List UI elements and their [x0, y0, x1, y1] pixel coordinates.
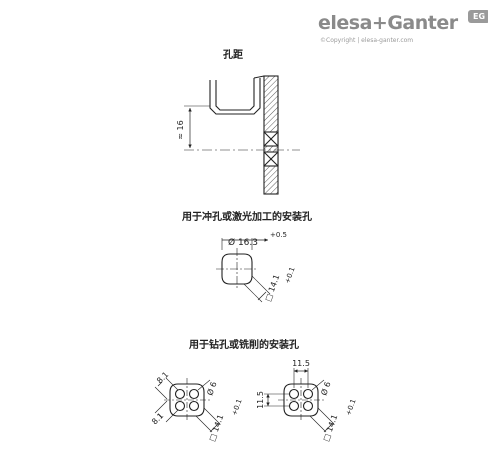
dim-label-16: ≈ 16: [176, 120, 185, 139]
drill-hole: [174, 400, 186, 412]
drilled-left-diameter: Ø 6: [204, 380, 218, 397]
logo-badge-icon: EG: [468, 10, 488, 23]
drill-hole: [188, 388, 200, 400]
logo-wordmark: elesa+Ganter: [318, 12, 458, 34]
drill-hole: [288, 400, 300, 412]
drilled-right-diameter: Ø 6: [318, 380, 332, 397]
drill-hole: [188, 400, 200, 412]
title-punched-hole: 用于冲孔或激光加工的安装孔: [182, 212, 312, 223]
logo-copyright: ©Copyright | elesa-ganter.com: [320, 37, 414, 44]
drill-hole: [174, 388, 186, 400]
drill-hole: [302, 400, 314, 412]
bracket-profile: [209, 78, 261, 115]
title-drilled-hole: 用于钻孔或铣削的安装孔: [189, 340, 299, 351]
drilled-left-square: □ 14.1: [207, 413, 225, 442]
drilled-right-square: □ 14.1: [321, 413, 339, 442]
elesa-ganter-logo[interactable]: elesa+Ganter EG ©Copyright | elesa-gante…: [318, 10, 488, 50]
drilled-right-square-tolerance: +0.1: [344, 398, 357, 417]
drilled-right-dim-top: 11.5: [292, 359, 310, 368]
drilled-hole-left-view: [154, 377, 221, 433]
punched-diameter-tolerance: +0.5: [270, 231, 287, 239]
drilled-left-square-tolerance: +0.1: [230, 398, 243, 417]
screw-marks: [263, 131, 279, 167]
punched-square-label: □ 14.1: [263, 273, 281, 302]
punched-diameter-label: Ø 16.3: [228, 237, 258, 248]
hole-distance-view: [184, 75, 300, 195]
drilled-left-dim-top: 8.1: [155, 370, 170, 385]
drilled-right-dim-left: 11.5: [256, 391, 265, 409]
drill-hole: [288, 388, 300, 400]
punched-hole-view: [216, 238, 271, 303]
title-hole-distance: 孔距: [223, 50, 243, 61]
drill-hole: [302, 388, 314, 400]
punched-square-tolerance: +0.1: [283, 266, 296, 285]
drilled-left-dim-bottom: 8.1: [150, 411, 165, 426]
drilled-hole-right-view: [264, 368, 335, 433]
